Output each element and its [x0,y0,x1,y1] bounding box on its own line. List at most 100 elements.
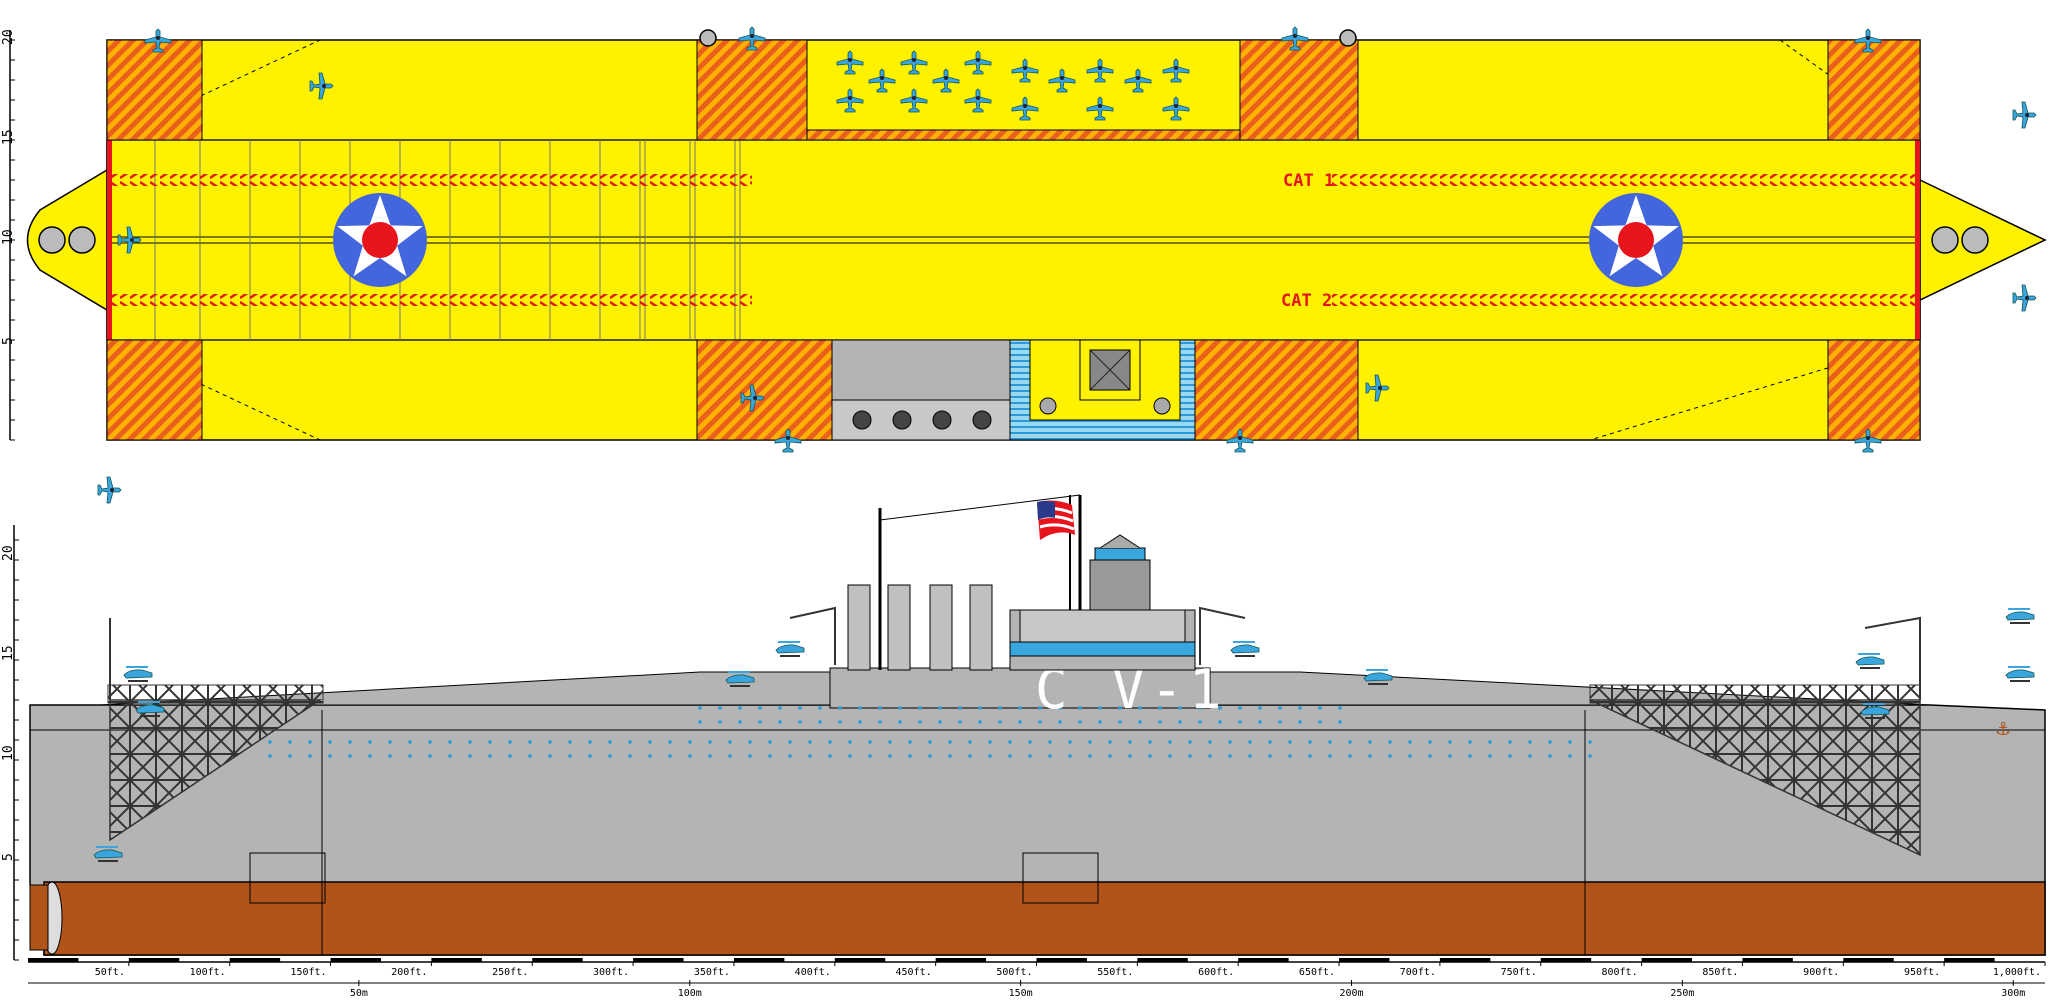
porthole [1488,740,1492,744]
aircraft-icon [1855,652,1885,669]
porthole [408,754,412,758]
porthole [1218,720,1222,724]
top-view: 20 15 10 5 [1,26,2047,504]
porthole [908,754,912,758]
porthole [1208,740,1212,744]
porthole [828,740,832,744]
porthole [1098,706,1102,710]
scale-block [1843,958,1894,962]
porthole [548,740,552,744]
scale-block [1036,958,1087,962]
porthole [1018,720,1022,724]
porthole [1138,706,1142,710]
scale-meter-label: 50m [350,988,368,999]
porthole [1298,720,1302,724]
porthole [878,706,882,710]
porthole [1028,740,1032,744]
porthole [938,720,942,724]
scale-meter-label: 300m [2001,988,2025,999]
porthole [1368,740,1372,744]
porthole [838,720,842,724]
porthole [1508,740,1512,744]
porthole [1048,740,1052,744]
aircraft-icon [775,640,805,657]
porthole [1568,740,1572,744]
scale-meter-label: 200m [1339,988,1363,999]
porthole [1168,740,1172,744]
porthole [468,754,472,758]
side-vertical-ruler: 20 15 10 5 [1,525,19,961]
porthole [428,754,432,758]
porthole [958,720,962,724]
porthole [1008,754,1012,758]
aircraft-icon [2012,101,2037,129]
roundel-icon [333,193,427,287]
porthole [808,740,812,744]
porthole [1078,706,1082,710]
catapult-1-label: CAT 1 [1283,171,1334,191]
porthole [1348,754,1352,758]
porthole [1148,754,1152,758]
porthole [1108,740,1112,744]
porthole [528,740,532,744]
scale-meter-label: 100m [678,988,702,999]
propeller-icon [29,881,63,955]
porthole [928,740,932,744]
scale-block [229,958,281,962]
porthole [1028,754,1032,758]
porthole [748,754,752,758]
porthole [848,754,852,758]
scale-meter-label: 250m [1670,988,1694,999]
porthole [388,754,392,758]
porthole [1328,740,1332,744]
porthole [868,754,872,758]
porthole [1338,720,1342,724]
scale-feet-label: 400ft. [795,967,831,978]
porthole [1308,740,1312,744]
scale-meter-label: 150m [1009,988,1033,999]
porthole [408,740,412,744]
scale-block [1339,958,1390,962]
porthole [1008,740,1012,744]
porthole [1268,754,1272,758]
porthole [1288,754,1292,758]
porthole [888,740,892,744]
porthole [1058,720,1062,724]
porthole [288,740,292,744]
porthole [628,754,632,758]
porthole [648,740,652,744]
porthole [838,706,842,710]
porthole [1318,720,1322,724]
ruler-label: 20 [1,545,16,561]
porthole [1138,720,1142,724]
porthole [588,740,592,744]
scale-bar: 50ft.100ft.150ft.200ft.250ft.300ft.350ft… [28,958,2046,999]
porthole [1448,754,1452,758]
cat-track-right-upper [1332,174,1915,186]
scale-block [431,958,482,962]
porthole [978,706,982,710]
porthole [1278,706,1282,710]
porthole [1528,740,1532,744]
porthole [1208,754,1212,758]
ruler-label: 15 [1,645,16,661]
porthole [938,706,942,710]
ruler-label: 15 [1,129,16,145]
porthole [568,740,572,744]
porthole [1338,706,1342,710]
porthole [758,706,762,710]
porthole [1248,754,1252,758]
scale-feet-label: 100ft. [190,967,226,978]
porthole [488,754,492,758]
aircraft-icon [2012,284,2037,312]
scale-block [1238,958,1289,962]
porthole [488,740,492,744]
porthole [428,740,432,744]
porthole [1188,754,1192,758]
porthole [1528,754,1532,758]
porthole [1448,740,1452,744]
scale-feet-label: 600ft. [1198,967,1234,978]
porthole [1228,740,1232,744]
porthole [268,754,272,758]
